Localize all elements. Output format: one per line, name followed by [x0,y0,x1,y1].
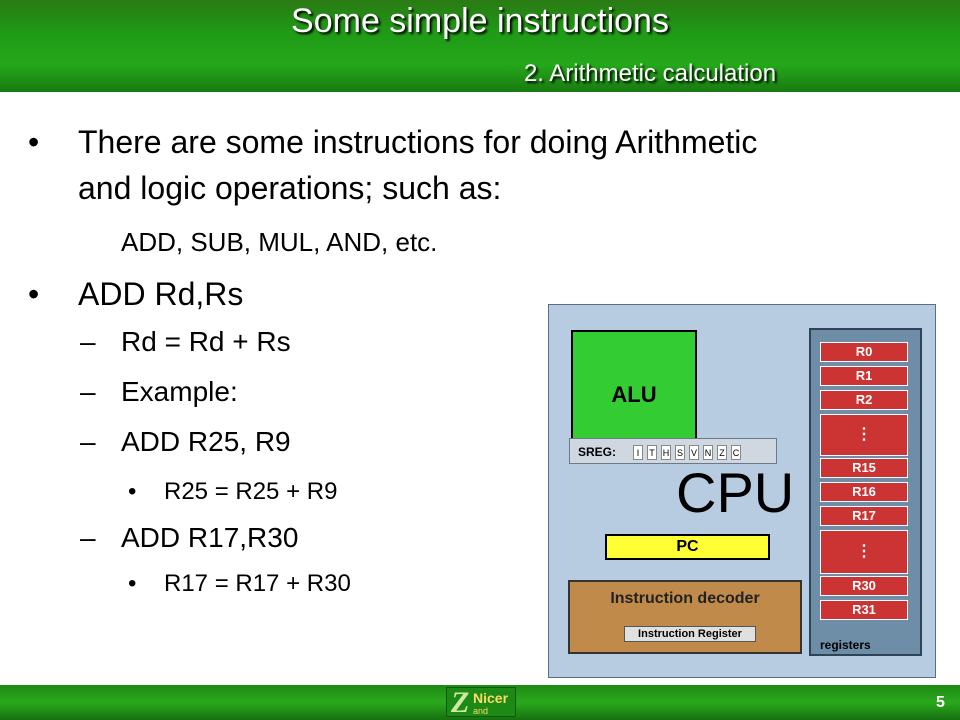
sreg-flag: Z [717,445,727,460]
title-bar: Some simple instructions 2. Arithmetic c… [0,0,960,92]
dash-icon: – [80,522,96,553]
register-ellipsis: ⋮ [820,530,908,574]
dash-icon: – [80,426,96,457]
register-r1: R1 [820,366,908,386]
instruction-register: Instruction Register [624,626,756,642]
sreg-flag: V [689,445,699,460]
sreg-flag: T [647,445,657,460]
program-counter: PC [605,534,770,560]
logo-text: Nicer [473,690,509,706]
sreg-flag: I [633,445,643,460]
bullet1-line1: There are some instructions for doing Ar… [78,124,758,160]
cpu-label: CPU [676,461,795,524]
bullet2: ADD Rd,Rs [78,276,244,312]
instruction-list: ADD, SUB, MUL, AND, etc. [121,227,438,257]
sreg-label: SREG: [578,445,617,459]
register-r15: R15 [820,458,908,478]
register-r17: R17 [820,506,908,526]
dash-icon: – [80,326,96,357]
sub-sub-item-1: R25 = R25 + R9 [164,478,338,505]
logo-small-text: and [473,706,489,716]
register-ellipsis: ⋮ [820,414,908,456]
bullet-icon: • [128,570,137,597]
sub-item-2: Example: [121,376,238,407]
register-r31: R31 [820,600,908,620]
slide-subtitle: 2. Arithmetic calculation [523,60,777,87]
slide-title: Some simple instructions [291,2,669,40]
dash-icon: – [80,376,96,407]
register-r30: R30 [820,576,908,596]
sreg-flag: N [703,445,713,460]
bullet-icon: • [28,124,40,160]
sub-item-3: ADD R25, R9 [121,426,291,457]
register-r16: R16 [820,482,908,502]
bullet-icon: • [128,478,137,505]
sreg-flag: S [675,445,685,460]
page-number: 5 [936,694,945,711]
sreg-flag: H [661,445,671,460]
alu-block: ALU [571,330,697,459]
instruction-decoder: Instruction decoder Instruction Register [568,580,802,654]
sreg-flag: C [731,445,741,460]
nicer-logo: Z Nicer and [446,686,516,719]
register-r0: R0 [820,342,908,362]
register-r2: R2 [820,390,908,410]
sub-sub-item-2: R17 = R17 + R30 [164,570,351,597]
decoder-label: Instruction decoder [610,590,760,607]
registers-caption: registers [820,638,871,652]
sub-item-4: ADD R17,R30 [121,522,299,553]
sub-item-1: Rd = Rd + Rs [121,326,291,357]
logo-z: Z [451,686,470,719]
bullet1-line2: and logic operations; such as: [78,170,502,206]
bullet-icon: • [28,276,40,312]
sreg-register: SREG: I T H S V N Z C [569,438,777,464]
